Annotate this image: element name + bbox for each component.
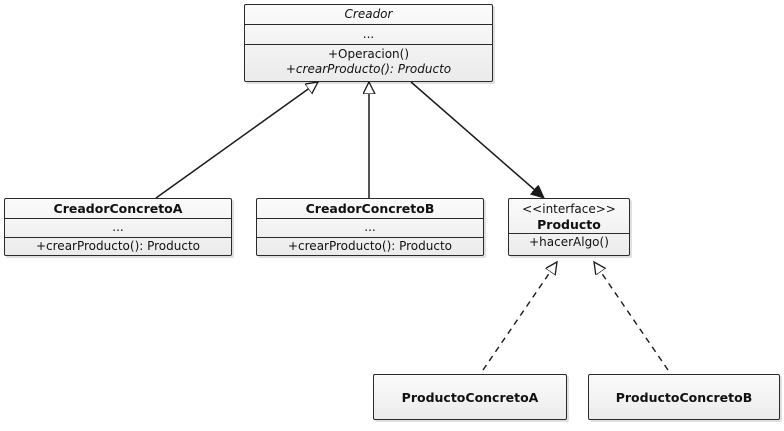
- class-creador-concreto-a-name: CreadorConcretoA: [53, 201, 183, 216]
- class-producto-concreto-a-name: ProductoConcretoA: [401, 389, 539, 405]
- method-operacion: +Operacion(): [327, 47, 410, 61]
- class-creador-methods: +Operacion() +crearProducto(): Producto: [245, 44, 492, 77]
- interface-producto-methods: +hacerAlgo(): [509, 233, 629, 251]
- class-creador-concreto-a-attributes: ...: [5, 218, 231, 237]
- method-crear-producto: +crearProducto(): Producto: [287, 239, 453, 253]
- stereotype-label: <<interface>>: [522, 202, 616, 216]
- interface-producto-header: <<interface>> Producto: [509, 199, 629, 233]
- realization-producto-concreto-a: [482, 262, 557, 371]
- class-creador[interactable]: Creador ... +Operacion() +crearProducto(…: [244, 4, 493, 82]
- class-creador-concreto-a[interactable]: CreadorConcretoA ... +crearProducto(): P…: [4, 198, 232, 256]
- class-producto-concreto-b[interactable]: ProductoConcretoB: [588, 374, 780, 420]
- method-crear-producto: +crearProducto(): Producto: [285, 62, 452, 76]
- generalization-creador-concreto-a: [155, 82, 318, 199]
- class-creador-concreto-b-name: CreadorConcretoB: [305, 201, 435, 216]
- association-creador-producto: [410, 81, 544, 198]
- class-producto-concreto-a[interactable]: ProductoConcretoA: [373, 374, 567, 420]
- interface-producto-name: Producto: [537, 217, 601, 232]
- class-creador-concreto-a-methods: +crearProducto(): Producto: [5, 237, 231, 255]
- class-creador-name: Creador: [344, 7, 393, 21]
- class-creador-concreto-b-methods: +crearProducto(): Producto: [257, 237, 483, 255]
- interface-producto[interactable]: <<interface>> Producto +hacerAlgo(): [508, 198, 630, 256]
- method-crear-producto: +crearProducto(): Producto: [35, 239, 201, 253]
- class-creador-attributes: ...: [245, 24, 492, 44]
- class-creador-concreto-b[interactable]: CreadorConcretoB ... +crearProducto(): P…: [256, 198, 484, 256]
- class-creador-concreto-b-attributes: ...: [257, 218, 483, 237]
- method-hacer-algo: +hacerAlgo(): [529, 235, 609, 249]
- class-producto-concreto-b-name: ProductoConcretoB: [615, 389, 753, 405]
- realization-producto-concreto-b: [594, 262, 669, 371]
